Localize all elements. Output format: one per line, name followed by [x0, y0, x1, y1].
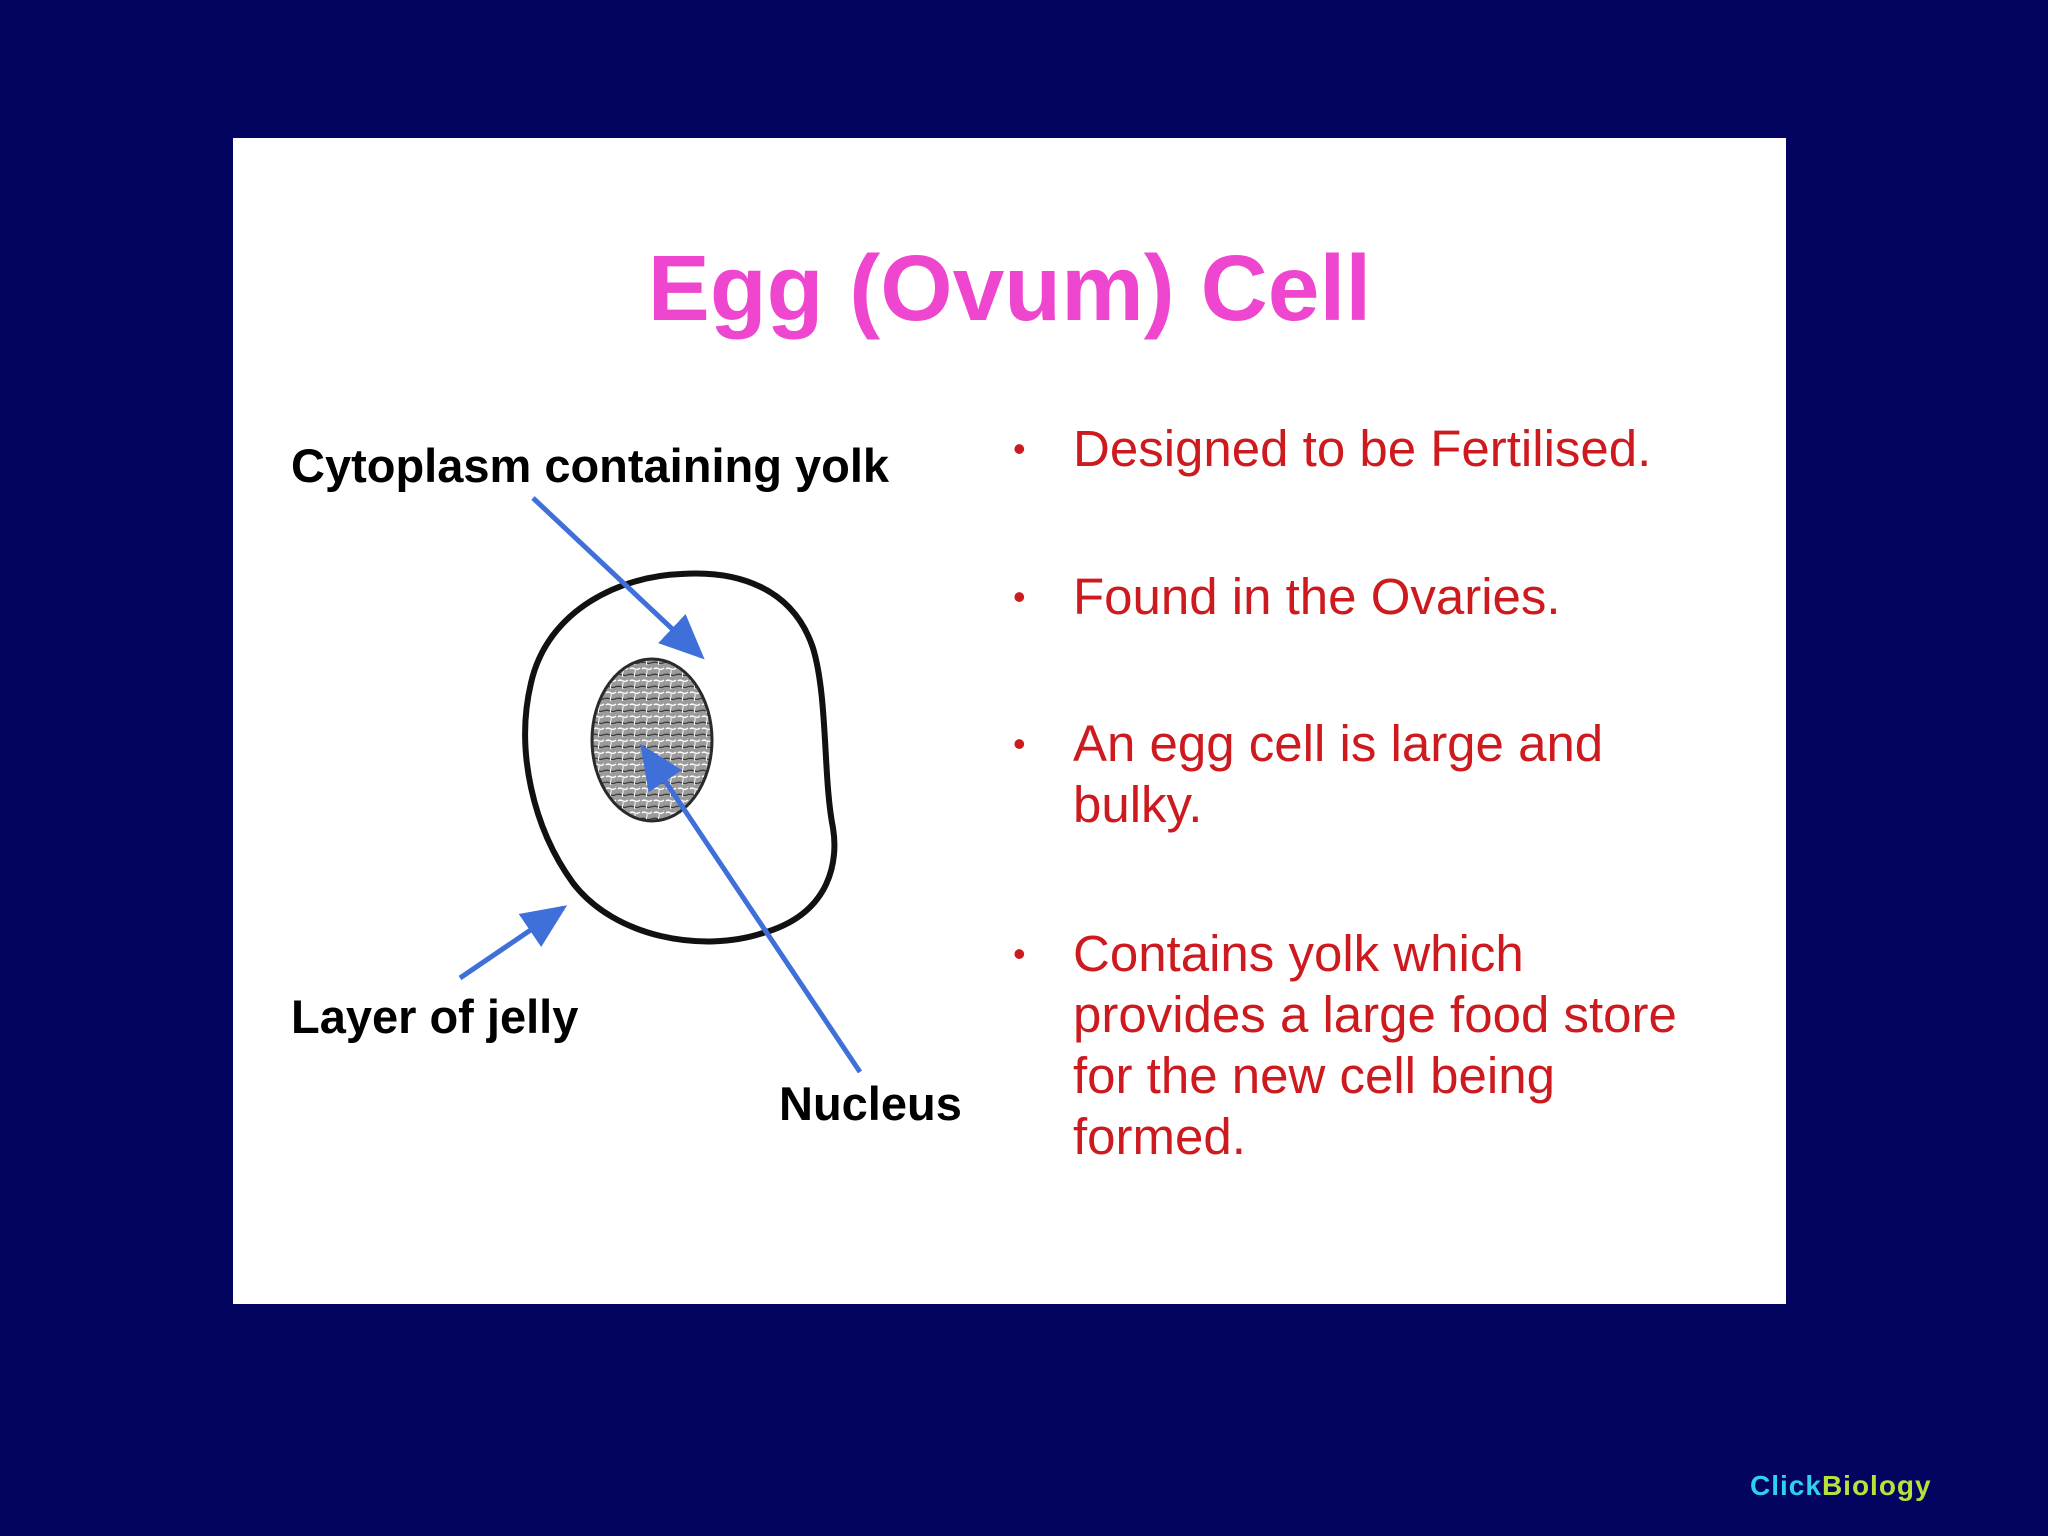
label-cytoplasm: Cytoplasm containing yolk — [291, 439, 890, 492]
bullet-item: • Designed to be Fertilised. — [1013, 418, 1773, 479]
jelly-arrow — [458, 905, 568, 981]
label-nucleus: Nucleus — [779, 1077, 962, 1130]
bullet-dot-icon: • — [1013, 428, 1026, 469]
bullet-line: Found in the Ovaries. — [1073, 568, 1561, 625]
bullet-dot-icon: • — [1013, 576, 1026, 617]
bullet-item: • An egg cell is large and bulky. — [1013, 713, 1773, 835]
slide-panel: Egg (Ovum) Cell Cytoplasm containing yol… — [233, 138, 1786, 1304]
bullet-item: • Contains yolk which provides a large f… — [1013, 923, 1773, 1167]
bullet-line: formed. — [1073, 1108, 1246, 1165]
label-jelly: Layer of jelly — [291, 990, 578, 1043]
bullet-text: Found in the Ovaries. — [1073, 566, 1773, 627]
bullet-item: • Found in the Ovaries. — [1013, 566, 1773, 627]
bullet-line: for the new cell being — [1073, 1047, 1555, 1104]
bullet-line: Designed to be Fertilised. — [1073, 420, 1652, 477]
nucleus-arrow — [640, 743, 863, 1074]
brand-biology-text: Biology — [1821, 1470, 1932, 1501]
brand-logo: ClickBiology — [1750, 1470, 1932, 1502]
egg-cell-diagram: Cytoplasm containing yolk Layer of jelly… — [291, 439, 962, 1130]
bullet-dot-icon: • — [1013, 933, 1026, 974]
bullet-line: bulky. — [1073, 776, 1203, 833]
bullet-dot-icon: • — [1013, 723, 1026, 764]
bullet-line: Contains yolk which — [1073, 925, 1524, 982]
bullet-text: Contains yolk which provides a large foo… — [1073, 923, 1773, 1167]
bullet-text: An egg cell is large and bulky. — [1073, 713, 1773, 835]
cytoplasm-arrow — [531, 496, 705, 660]
brand-click-text: Click — [1750, 1470, 1822, 1501]
nucleus — [590, 657, 714, 823]
slide-title: Egg (Ovum) Cell — [647, 236, 1372, 340]
bullet-line: An egg cell is large and — [1073, 715, 1604, 772]
bullet-text: Designed to be Fertilised. — [1073, 418, 1773, 479]
bullet-line: provides a large food store — [1073, 986, 1677, 1043]
